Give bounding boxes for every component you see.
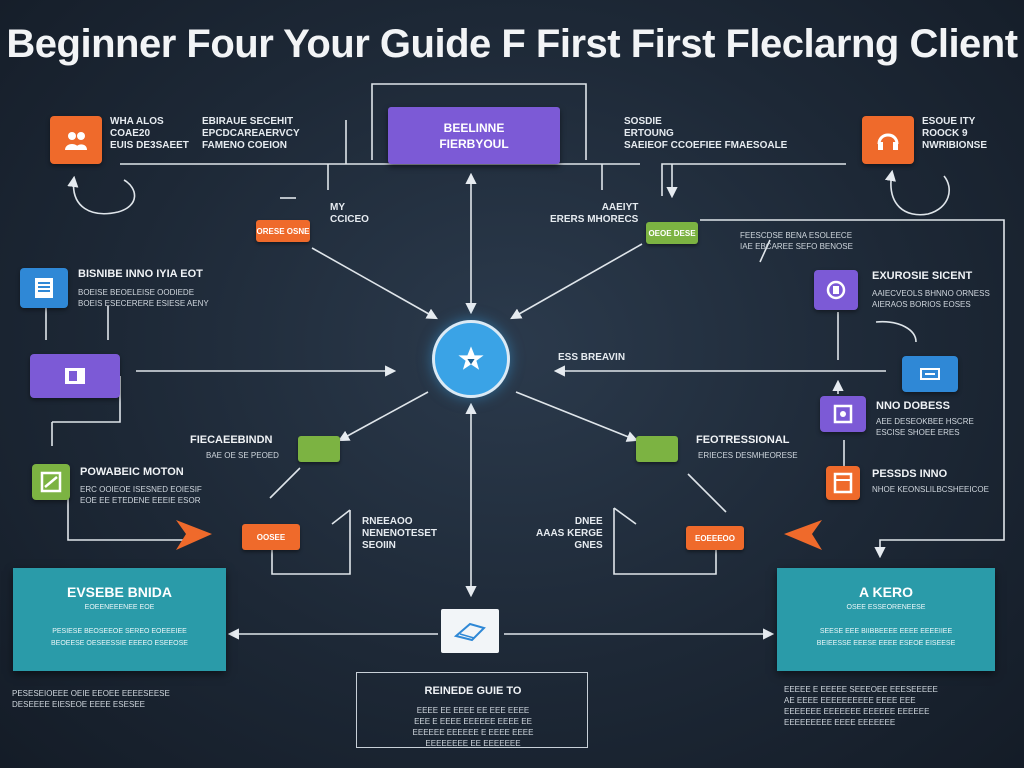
headset-icon[interactable] <box>862 116 914 164</box>
star-hub-icon[interactable] <box>432 320 510 398</box>
dobess-text: AEE DESEOKBEE HSCRE ESCISE SHOEE ERES <box>876 417 974 437</box>
left-panel[interactable]: EVSEBE BNIDA EOEENEEENEE EOE PESIESE BEO… <box>13 568 226 671</box>
right-panel-sub: OSEE ESSEORENEESE <box>846 604 926 611</box>
people-icon[interactable] <box>50 116 102 164</box>
folder-icon[interactable] <box>30 354 120 398</box>
page-title: Beginner Four Your Guide F First First F… <box>6 22 1018 66</box>
right-pill-note: FEESCDSE BENA ESOLEECE IAE EBCAREE SEFO … <box>740 231 853 251</box>
power-heading: POWABEIC MOTON <box>80 466 184 478</box>
chart-icon[interactable] <box>820 396 866 432</box>
picture-icon[interactable] <box>32 464 70 500</box>
top-card[interactable]: BEELINNE FIERBYOUL <box>388 107 560 164</box>
left-block-heading: BISNIBE INNO IYIA EOT <box>78 268 203 280</box>
right-panel-text: SEESE EEE BIIBBEEEE EEEE EEEEIIEE BEIEES… <box>816 628 956 647</box>
dobess-heading: NNO DOBESS <box>876 400 950 412</box>
right-panel-heading: A KERO <box>859 584 913 600</box>
professional-text: ERIECES DESMHEORESE <box>698 451 798 460</box>
fearbeehind-text: BAE OE SE PEOED <box>206 451 279 460</box>
bottom-guide-box[interactable]: REINEDE GUIE TO EEEE EE EEEE EE EEE EEEE… <box>356 672 588 748</box>
document-list-icon[interactable] <box>20 268 68 308</box>
power-text: ERC OOIEOE ISESNED EOIESIF EOE EE ETEDEN… <box>80 485 202 505</box>
file-icon[interactable] <box>826 466 860 500</box>
exposure-heading: EXUROSIE SICENT <box>872 270 973 282</box>
link-icon[interactable] <box>902 356 958 392</box>
left-block-text: BOEISE BEOELEISE OODIEDE BOEIS ESECERERE… <box>78 288 209 308</box>
bottom-box-heading: REINEDE GUIE TO <box>424 685 522 697</box>
bhr-label: ESS BREAVIN <box>558 352 626 363</box>
pressing-text: NHOE KEONSLILBCSHEEICOE <box>872 485 989 494</box>
left-panel-sub: EOEENEEENEE EOE <box>84 604 155 611</box>
reseed-label: RNEEAOO NENENOTESET SEOIIN <box>362 516 438 551</box>
video-icon[interactable] <box>814 270 858 310</box>
left-panel-text: PESIESE BEOSEEOE SEREO EOEEEIEE BEOEESE … <box>51 628 188 647</box>
right-panel[interactable]: A KERO OSEE ESSEORENEESE SEESE EEE BIIBB… <box>777 568 995 671</box>
bottom-right-text: EEEEE E EEEEE SEEEOEE EEESEEEEE AE EEEE … <box>784 685 938 727</box>
pressing-heading: PESSDS INNO <box>872 468 948 480</box>
right-green-pill[interactable] <box>636 436 678 462</box>
bottom-left-text: PESESEIOEEE OEIE EEOEE EEEESEESE DESEEEE… <box>12 689 170 709</box>
top-right-label-b: ESOUE ITY ROOCK 9 NWRIBIONSE <box>922 116 987 151</box>
top-right-label-a: SOSDIE ERTOUNG SAEIEOF CCOEFIEE FMAESOAL… <box>624 116 788 151</box>
upper-left-pill[interactable]: ORESE OSNE <box>256 220 310 242</box>
top-left-label-b: EBIRAUE SECEHIT EPCDCAREAERVCY FAMENO CO… <box>202 116 300 151</box>
top-left-label-a: WHA ALOS COAE20 EUIS DE3SAEET <box>110 116 189 151</box>
left-orange-pill[interactable]: OOSEE <box>242 524 300 550</box>
bottom-box-text: EEEE EE EEEE EE EEE EEEE EEE E EEEE EEEE… <box>412 706 534 748</box>
top-card-line1: BEELINNE <box>443 120 505 135</box>
right-orange-pill[interactable]: EOEEEOO <box>686 526 744 550</box>
exposure-text: AAIECVEOLS BHNNO ORNESS AIERAOS BORIOS E… <box>872 289 990 309</box>
upper-right-pill[interactable]: OEOE DESE <box>646 222 698 244</box>
fearbeehind-heading: FIECAEEBINDN <box>190 434 273 446</box>
upper-mid-left-label: MY CCICEO <box>330 202 369 225</box>
document-icon[interactable] <box>441 609 499 653</box>
left-green-pill[interactable] <box>298 436 340 462</box>
upper-mid-right-label: AAEIYT ERERS MHORECS <box>550 202 639 225</box>
top-card-line2: FIERBYOUL <box>439 136 509 151</box>
left-panel-heading: EVSEBE BNIDA <box>66 584 173 600</box>
dree-label: DNEE AAAS KERGE GNES <box>536 516 603 551</box>
professional-heading: FEOTRESSIONAL <box>696 434 790 446</box>
